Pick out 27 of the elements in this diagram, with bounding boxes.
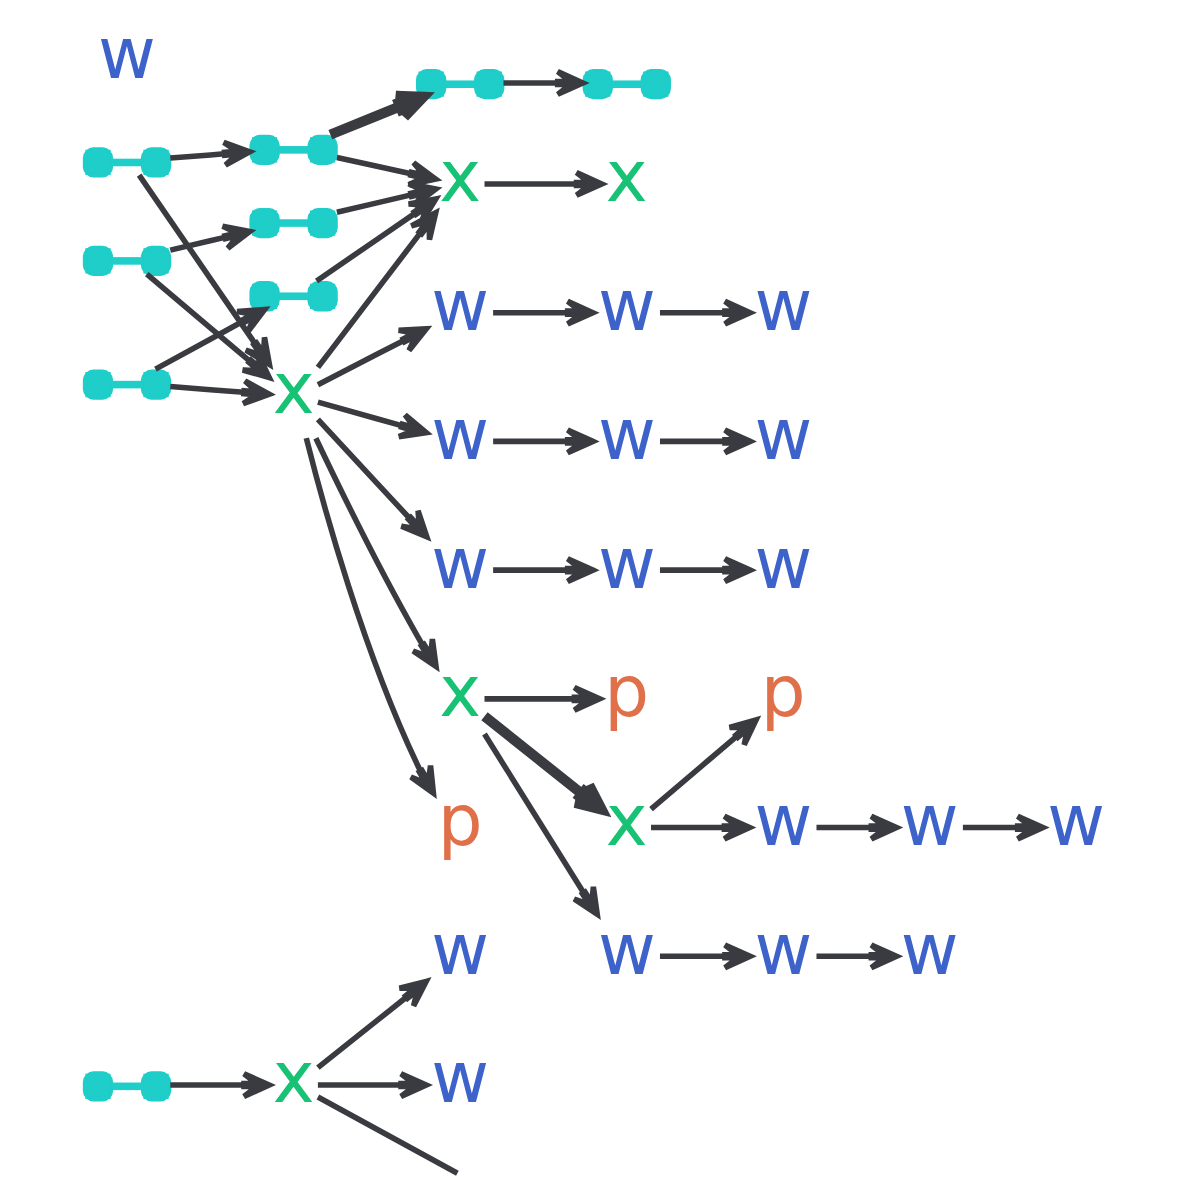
node-text: p: [760, 650, 806, 734]
node-text: w: [430, 521, 489, 605]
node-text: x: [438, 650, 481, 734]
node-text: w: [597, 264, 656, 348]
label: w: [97, 11, 156, 95]
node-text: w: [900, 907, 959, 991]
node-text: w: [430, 1036, 489, 1120]
node-text: w: [430, 907, 489, 991]
node-text: x: [605, 779, 648, 863]
node-text: x: [605, 135, 648, 219]
node-text: w: [1046, 779, 1105, 863]
node-text: w: [430, 392, 489, 476]
node-text: w: [430, 264, 489, 348]
node-text: w: [753, 392, 812, 476]
node-text: w: [597, 392, 656, 476]
node-text: w: [753, 521, 812, 605]
node-text: p: [437, 779, 483, 863]
node-text: w: [753, 779, 812, 863]
node-text: w: [753, 264, 812, 348]
node-text: w: [900, 779, 959, 863]
node-text: x: [272, 347, 315, 431]
node-text: x: [438, 135, 481, 219]
node-text: w: [597, 907, 656, 991]
node-text: w: [597, 521, 656, 605]
node-text: x: [272, 1036, 315, 1120]
node-text: w: [753, 907, 812, 991]
node-text: p: [603, 650, 649, 734]
